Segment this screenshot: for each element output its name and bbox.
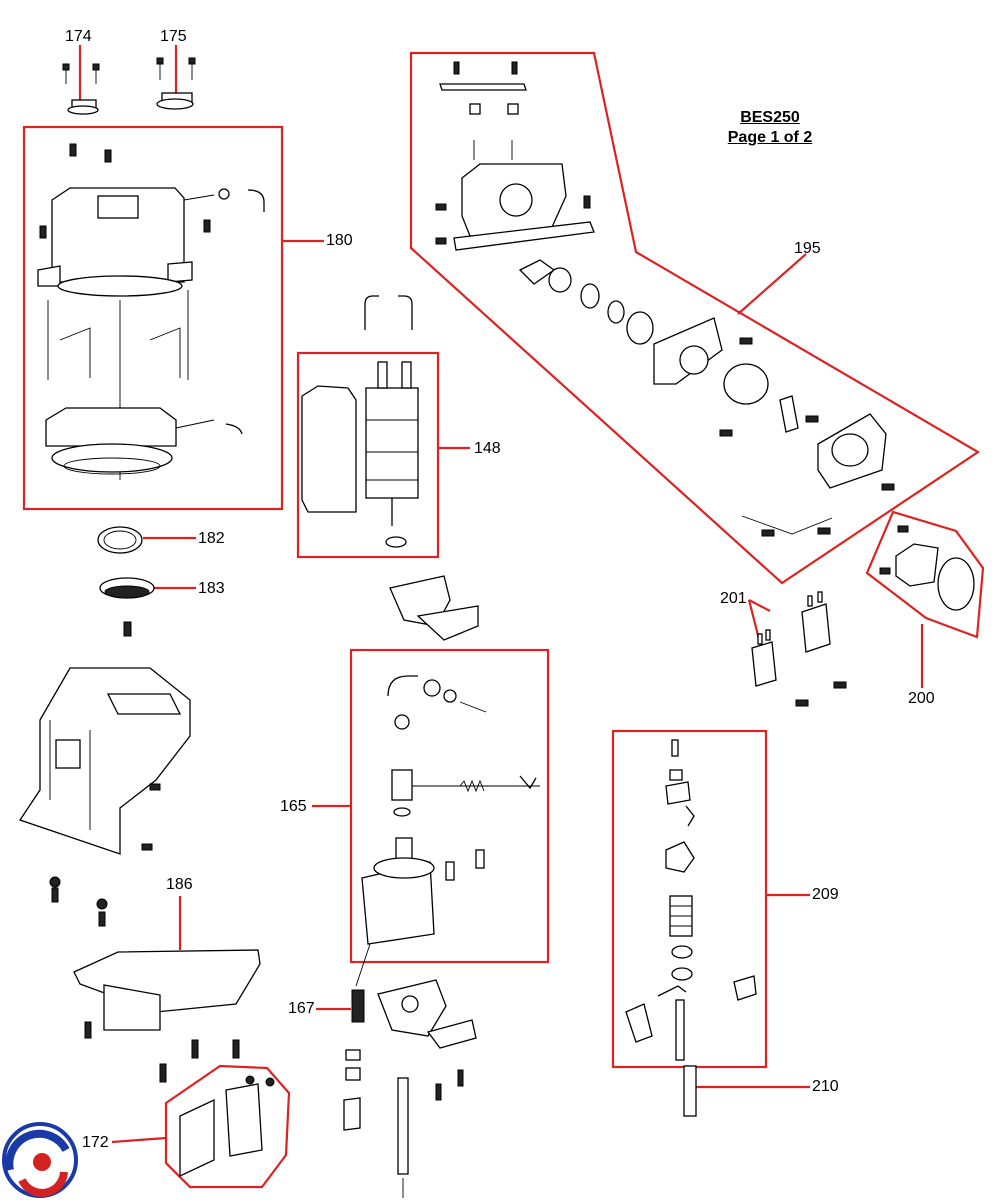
leader-lines xyxy=(78,45,924,1144)
group-frame-195 xyxy=(409,51,981,585)
model-number: BES250 xyxy=(740,109,800,126)
knob-200 xyxy=(879,525,975,611)
callout-172: 172 xyxy=(82,1134,109,1151)
thermostat-175 xyxy=(156,57,196,110)
thermostat-174 xyxy=(62,63,100,115)
callout-209: 209 xyxy=(812,886,839,903)
pump-bracket xyxy=(389,575,479,641)
callout-186: 186 xyxy=(166,876,193,893)
pump-assembly-165 xyxy=(361,675,540,945)
brand-logo-icon xyxy=(2,1122,78,1198)
callout-148: 148 xyxy=(474,440,501,457)
callout-210: 210 xyxy=(812,1078,839,1095)
boiler-assembly-180 xyxy=(37,143,265,480)
chassis-frame xyxy=(18,621,191,927)
gasket-182 xyxy=(97,526,143,554)
lower-bracket xyxy=(377,979,477,1101)
page-title: BES250 Page 1 of 2 xyxy=(700,108,840,148)
group-frame-172 xyxy=(164,1064,291,1189)
callout-165: 165 xyxy=(280,798,307,815)
shower-screen-183 xyxy=(99,577,155,599)
group-frame-148 xyxy=(296,351,440,559)
callout-195: 195 xyxy=(794,240,821,257)
callout-167: 167 xyxy=(288,1000,315,1017)
tubing-167 xyxy=(343,943,409,1198)
base-186 xyxy=(73,949,261,1083)
callout-175: 175 xyxy=(160,28,187,45)
page-indicator: Page 1 of 2 xyxy=(727,129,813,146)
steam-valve-209 xyxy=(625,739,757,1061)
group-frame-200 xyxy=(865,510,985,639)
steam-wand-210 xyxy=(683,1065,697,1117)
callout-200: 200 xyxy=(908,690,935,707)
callout-183: 183 xyxy=(198,580,225,597)
callout-180: 180 xyxy=(326,232,353,249)
callout-182: 182 xyxy=(198,530,225,547)
water-block-148 xyxy=(301,295,419,548)
switches-201 xyxy=(751,591,847,707)
callout-174: 174 xyxy=(65,28,92,45)
switch-bracket-172 xyxy=(179,1075,275,1178)
valve-assembly-195 xyxy=(435,61,895,537)
callout-201: 201 xyxy=(720,590,747,607)
group-frame-180 xyxy=(22,125,284,511)
